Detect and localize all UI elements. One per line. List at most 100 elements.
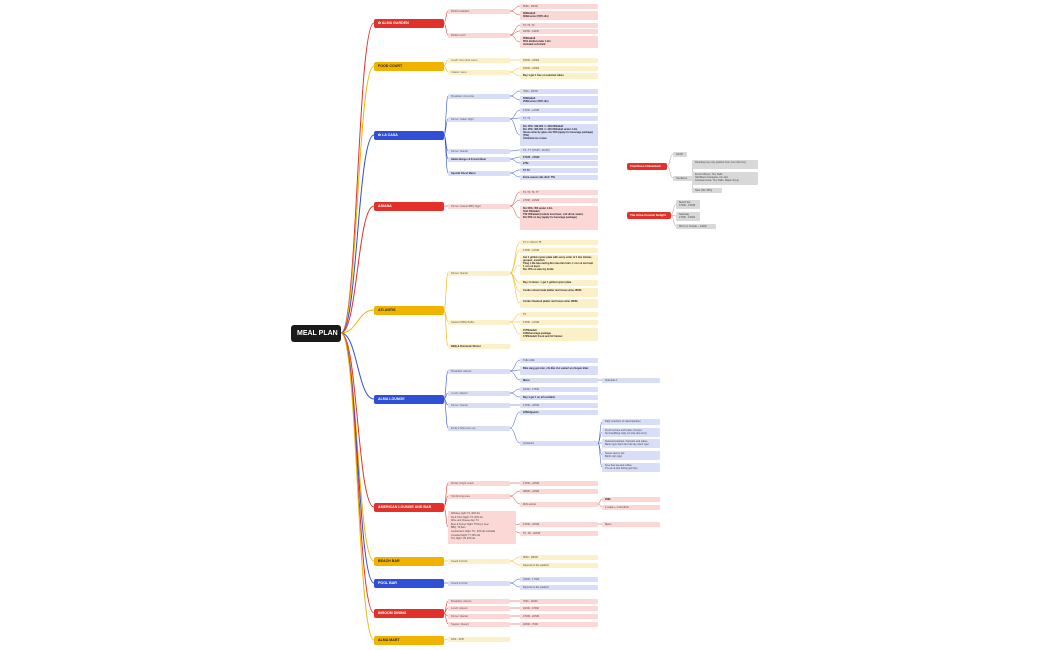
sub-id-breakfast[interactable]: Breakfast: Alacart <box>448 599 510 604</box>
sub-am-dining[interactable]: Kid dinning area <box>448 494 510 499</box>
leaf[interactable]: 18h00 - 22h00 <box>520 489 598 494</box>
leaf[interactable]: 500k/adult 250k/senior (50% dis) <box>520 96 598 105</box>
leaf[interactable]: Free flow tea and coffee Trà và cà phê k… <box>602 463 660 472</box>
sub-ag-lunch[interactable]: Buffet Lunch <box>448 33 510 38</box>
leaf[interactable]: Menu <box>520 378 598 383</box>
leaf[interactable]: T2, T3, T4, T7 <box>520 190 598 195</box>
leaf[interactable]: Roasting tray only (wallnut from river 1… <box>692 160 758 169</box>
leaf[interactable]: Inclusions <box>520 441 598 446</box>
leaf[interactable]: Buy 1 lobster -> get 1 grilled oyster pl… <box>520 280 598 286</box>
leaf[interactable]: 1 snack + 1 soft drink <box>602 505 660 510</box>
sub-id-supper[interactable]: Supper: Alacart <box>448 622 510 627</box>
branch-la-casa[interactable]: ✿ LA CASA <box>374 131 444 140</box>
leaf[interactable]: T2 T3 <box>520 168 598 173</box>
leaf[interactable]: 7h00 - 11h00 <box>520 599 598 604</box>
leaf[interactable]: Note (Tax 15%) <box>692 188 722 193</box>
leaf[interactable]: 17h30 - 22h30 <box>520 481 598 486</box>
leaf[interactable]: T2, T3 <box>520 116 598 121</box>
sub-am-drinks[interactable]: Drinks & light snack <box>448 481 510 486</box>
sub-ag-breakfast[interactable]: Buffet breakfast <box>448 9 510 14</box>
sub-al-tea[interactable]: Emily's Afternoon tea <box>448 426 510 431</box>
leaf[interactable]: Tuần nhất <box>520 358 598 363</box>
branch-alma-lounge[interactable]: ALMA LOUNGE <box>374 395 444 404</box>
leaf[interactable]: Get 1 grilled oyster plate with every or… <box>520 255 598 275</box>
leaf[interactable]: Daily selection of cakes/pastries <box>602 419 660 425</box>
leaf[interactable]: 11h00 - 17h30 <box>520 387 598 392</box>
leaf[interactable]: Schedule 1 <box>602 378 660 383</box>
leaf[interactable]: 1575k/adult 100k/beverage package 1795k/… <box>520 328 598 341</box>
leaf[interactable]: 600k/adult 300k/senior (50% dis) <box>520 11 598 20</box>
sub-fc-classic[interactable]: Classic menu <box>448 70 510 75</box>
leaf[interactable]: 22h30 - 7h00 <box>520 622 598 627</box>
leaf[interactable]: T2 - 8h - 22h30 <box>520 531 598 536</box>
leaf[interactable]: 275k <box>520 161 598 166</box>
branch-food-court[interactable]: FOOD COURT <box>374 62 444 71</box>
branch-alma-mart[interactable]: ALMA MART <box>374 636 444 645</box>
leaf[interactable]: Sweet savory tart Bánh mặn ngọt <box>602 451 660 460</box>
floating-topic-tourtieres[interactable]: Tourtières Unleashed <box>627 163 667 170</box>
leaf[interactable]: Menu <box>602 522 660 527</box>
sub-lc-burger[interactable]: Italian Burger & French Beer <box>448 157 510 162</box>
leaf[interactable]: Saturday 17h00 - 19h00 <box>676 212 700 221</box>
sub-mart-hours[interactable]: 8AM - 9PM <box>448 637 510 642</box>
leaf[interactable]: Combo mixed meat platter and house wine … <box>520 288 598 297</box>
leaf[interactable]: 299k <box>602 497 660 502</box>
sub-lc-dinner-italian[interactable]: Dinner: Italian Night <box>448 117 510 122</box>
leaf[interactable]: Tourtières <box>673 176 693 181</box>
leaf[interactable]: Dis 15%: 449.000 => 349.000/adult Dis 15… <box>520 124 598 146</box>
leaf[interactable]: 17h30 - 21h30 <box>520 198 598 203</box>
leaf[interactable]: 225k/2guests <box>520 410 598 415</box>
leaf[interactable]: 17h30 - 21h30 <box>520 320 598 325</box>
leaf[interactable]: Dis 50%: 450 under 1.2m 1kid 450/adult T… <box>520 206 598 230</box>
leaf[interactable]: Fresh Chèvre, Tiny Salts Half Moon Croqu… <box>692 172 758 185</box>
leaf[interactable]: Buy 1 get 1 on all cocktails <box>520 395 598 400</box>
branch-atlantis[interactable]: ATLANTIS <box>374 306 444 315</box>
leaf[interactable]: 10h00 - 17h00 <box>520 577 598 582</box>
sub-am-happy[interactable]: Whiskey night: T2, 40% dis Do & Tonic Ni… <box>448 511 516 544</box>
leaf[interactable]: Combo Seafood platter and house wine 180… <box>520 299 598 308</box>
leaf[interactable]: Depend on the weather <box>520 585 598 590</box>
leaf[interactable]: Selected pastries, fruit tarts and cakes… <box>602 439 660 448</box>
branch-asiana[interactable]: ASIANA <box>374 202 444 211</box>
leaf[interactable]: 17h30 - 22h30 <box>520 403 598 408</box>
branch-pool-bar[interactable]: POOL BAR <box>374 579 444 588</box>
leaf[interactable]: 17h30 - 21h30 <box>520 155 598 160</box>
leaf[interactable]: 17h30 - 21h30 <box>520 248 598 253</box>
leaf[interactable]: Extra sauce/ side dish: 75k <box>520 175 598 180</box>
sub-as-dinner[interactable]: Dinner: Asiana BBQ Night <box>448 204 510 209</box>
leaf[interactable]: T4 - T7 (17h30 - 21h30) <box>520 148 598 153</box>
leaf[interactable]: Bữa sáng gọi món, chỉ dẫn cho owner/ an … <box>520 366 598 375</box>
leaf[interactable]: 10h30 - 22h00 <box>520 58 598 63</box>
sub-at-dinner[interactable]: Dinner: Alacart <box>448 271 510 276</box>
leaf[interactable]: 10h30 - 22h00 <box>520 66 598 71</box>
leaf[interactable]: 11h30 <box>673 152 687 157</box>
floating-topic-coastal[interactable]: The Alma Coastal Delight <box>627 212 671 219</box>
leaf[interactable]: 7h00 - 10h30 <box>520 89 598 94</box>
leaf[interactable]: 11h30 - 14h30 <box>520 29 598 34</box>
leaf[interactable]: Kid's corner <box>520 502 598 507</box>
sub-lc-breakfast[interactable]: Breakfast: A la carte <box>448 94 510 99</box>
root-node[interactable]: MEAL PLAN <box>291 325 341 342</box>
leaf[interactable]: 17h00 - 22h30 <box>520 614 598 619</box>
sub-al-breakfast[interactable]: Breakfast: Alacart <box>448 369 510 374</box>
sub-lc-special[interactable]: Special Chest Menu <box>448 171 510 176</box>
branch-american-lounge[interactable]: AMERICAN LOUNGE AND BAR <box>374 503 444 512</box>
sub-at-seafood[interactable]: Seafood BBQ Buffet <box>448 320 510 325</box>
sub-id-dinner[interactable]: Dinner: Alacart <box>448 614 510 619</box>
sub-at-bbq[interactable]: BBQ & Romantic Dinner <box>448 344 510 349</box>
sub-al-lunch[interactable]: Lunch: Alacart <box>448 391 510 396</box>
leaf[interactable]: Beach bar 17h00 - 18h30 <box>676 200 700 209</box>
leaf[interactable]: 11h00 - 17h00 <box>520 606 598 611</box>
leaf[interactable]: Buy 1 get 1 free on selected cakes <box>520 73 598 79</box>
branch-inroom-dining[interactable]: INROOM DINING <box>374 609 444 618</box>
leaf[interactable]: 17h30 - 22h30 <box>520 522 598 527</box>
sub-al-dinner[interactable]: Dinner: Alacart <box>448 403 510 408</box>
sub-bb-snack[interactable]: Snack & Drink <box>448 559 510 564</box>
leaf[interactable]: 350k/adult 50% dis/kid under 1.2m includ… <box>520 36 598 48</box>
leaf[interactable]: Depend on the weather <box>520 563 598 568</box>
branch-alma-garden[interactable]: ✿ ALMA GARDEN <box>374 19 444 28</box>
sub-id-lunch[interactable]: Lunch: Alacart <box>448 606 510 611</box>
sub-pb-snack[interactable]: Snack & Drink <box>448 581 510 586</box>
leaf[interactable]: RO to 4. Include ~ 1000k <box>676 224 716 229</box>
leaf[interactable]: 6h30 - 10h30 <box>520 4 598 9</box>
